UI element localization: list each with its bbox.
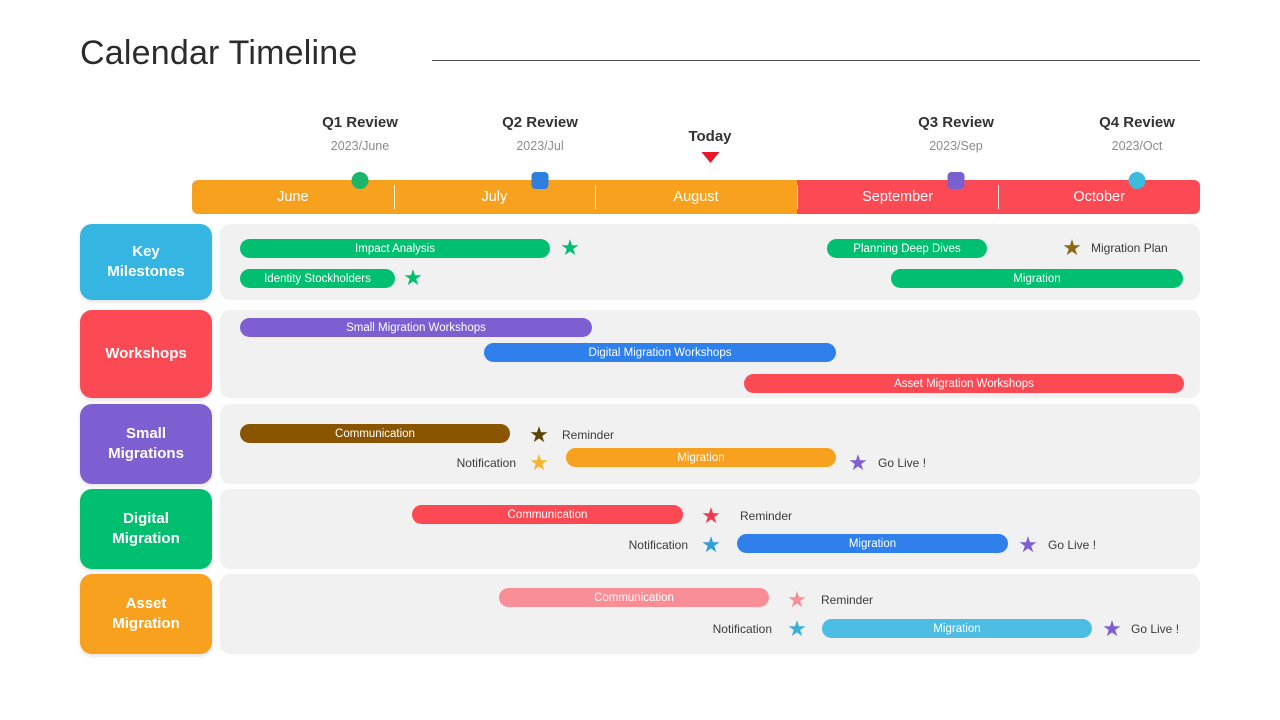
quarter-marker-date: 2023/Sep (929, 139, 983, 153)
task-bar[interactable]: Digital Migration Workshops (484, 343, 836, 362)
event-note-label: Migration Plan (1091, 241, 1168, 255)
quarter-marker-title: Q2 Review (502, 114, 578, 131)
axis-month-september[interactable]: September (796, 180, 999, 214)
quarter-marker-title: Q1 Review (322, 114, 398, 131)
quarter-marker-1[interactable]: Q1 Review 2023/June (322, 114, 398, 155)
star-icon: ★ (701, 532, 721, 557)
star-icon: ★ (403, 265, 423, 290)
event-note-label: Go Live ! (1048, 538, 1097, 552)
axis-month-label: June (277, 189, 309, 205)
event-note-label: Reminder (562, 428, 615, 442)
row-label-workshops[interactable]: Workshops (80, 310, 212, 398)
quarter-marker-circle-icon (1128, 172, 1146, 189)
event-note-label: Go Live ! (1131, 622, 1180, 636)
event-note-label: Go Live ! (878, 456, 927, 470)
task-bar[interactable]: Communication (412, 505, 683, 524)
quarter-marker-3[interactable]: Q3 Review 2023/Sep (918, 114, 994, 155)
today-arrow-icon (701, 152, 719, 163)
page-title: Calendar Timeline (80, 34, 358, 72)
star-icon: ★ (1102, 616, 1122, 641)
task-bar[interactable]: Communication (240, 424, 510, 443)
today-indicator: Today (688, 128, 732, 163)
star-icon: ★ (560, 235, 580, 260)
quarter-marker-date: 2023/Oct (1111, 139, 1163, 153)
star-icon: ★ (529, 450, 549, 475)
row-band (220, 404, 1200, 484)
quarter-marker-square-icon (531, 172, 549, 189)
axis-month-label: July (481, 189, 508, 205)
star-icon: ★ (529, 422, 549, 447)
axis-month-july[interactable]: July (393, 180, 596, 214)
quarter-marker-square-icon (947, 172, 965, 189)
task-bar[interactable]: Migration (566, 448, 836, 467)
axis-month-label: September (862, 189, 934, 205)
quarter-marker-circle-icon (351, 172, 369, 189)
task-bar[interactable]: Identity Stockholders (240, 269, 395, 288)
star-icon: ★ (701, 503, 721, 528)
task-bar[interactable]: Impact Analysis (240, 239, 550, 258)
event-note-label: Notification (456, 456, 516, 470)
today-label: Today (688, 128, 732, 145)
title-divider (432, 60, 1200, 61)
star-icon: ★ (848, 450, 868, 475)
task-bar[interactable]: Planning Deep Dives (827, 239, 987, 258)
task-bar[interactable]: Migration (737, 534, 1008, 553)
month-axis-bar[interactable]: June July August September October (192, 180, 1200, 214)
task-bar[interactable]: Asset Migration Workshops (744, 374, 1184, 393)
event-note-label: Notification (712, 622, 772, 636)
quarter-marker-date: 2023/June (330, 139, 390, 153)
quarter-marker-date: 2023/Jul (516, 139, 564, 153)
page-header: Calendar Timeline (0, 0, 1280, 100)
event-note-label: Reminder (740, 509, 793, 523)
axis-month-august[interactable]: August (595, 180, 797, 214)
star-icon: ★ (787, 587, 807, 612)
star-icon: ★ (787, 616, 807, 641)
quarter-marker-title: Q3 Review (918, 114, 994, 131)
task-bar[interactable]: Communication (499, 588, 769, 607)
quarter-marker-4[interactable]: Q4 Review 2023/Oct (1099, 114, 1175, 155)
event-note-label: Reminder (821, 593, 874, 607)
quarter-marker-title: Q4 Review (1099, 114, 1175, 131)
event-note-label: Notification (628, 538, 688, 552)
row-band (220, 489, 1200, 569)
star-icon: ★ (1062, 235, 1082, 260)
axis-month-label: October (1073, 189, 1125, 205)
quarter-marker-2[interactable]: Q2 Review 2023/Jul (502, 114, 578, 155)
star-icon: ★ (1018, 532, 1038, 557)
axis-month-label: August (673, 189, 719, 205)
task-bar[interactable]: Migration (822, 619, 1092, 638)
axis-month-october[interactable]: October (998, 180, 1200, 214)
task-bar[interactable]: Small Migration Workshops (240, 318, 592, 337)
row-band (220, 574, 1200, 654)
task-bar[interactable]: Migration (891, 269, 1183, 288)
